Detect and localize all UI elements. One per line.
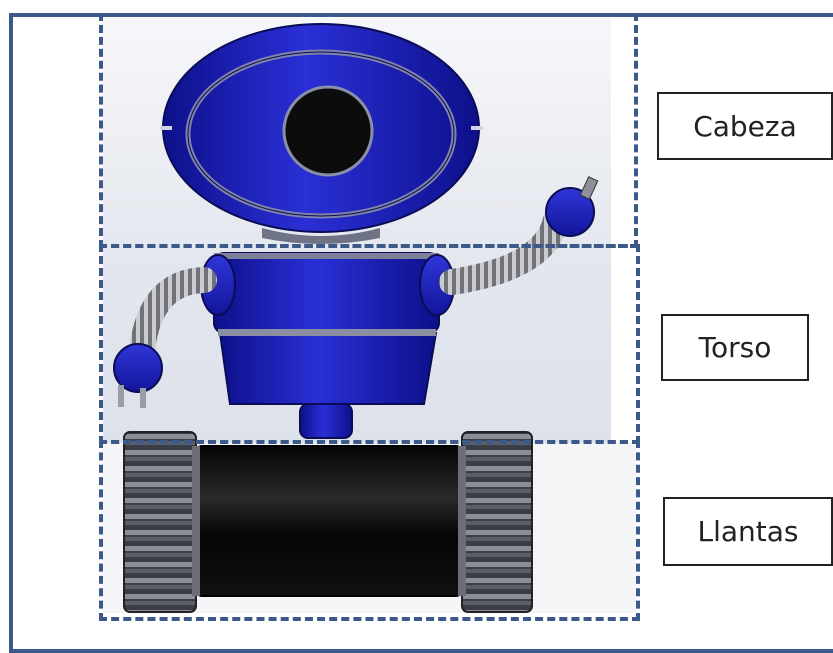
torso-section-box bbox=[99, 244, 640, 444]
label-torso: Torso bbox=[661, 314, 809, 381]
label-head: Cabeza bbox=[657, 92, 833, 160]
label-head-text: Cabeza bbox=[693, 110, 797, 143]
label-torso-text: Torso bbox=[699, 331, 772, 364]
label-wheels: Llantas bbox=[663, 497, 833, 566]
label-wheels-text: Llantas bbox=[697, 515, 798, 548]
wheels-section-box bbox=[99, 440, 640, 621]
head-section-box bbox=[99, 13, 638, 248]
